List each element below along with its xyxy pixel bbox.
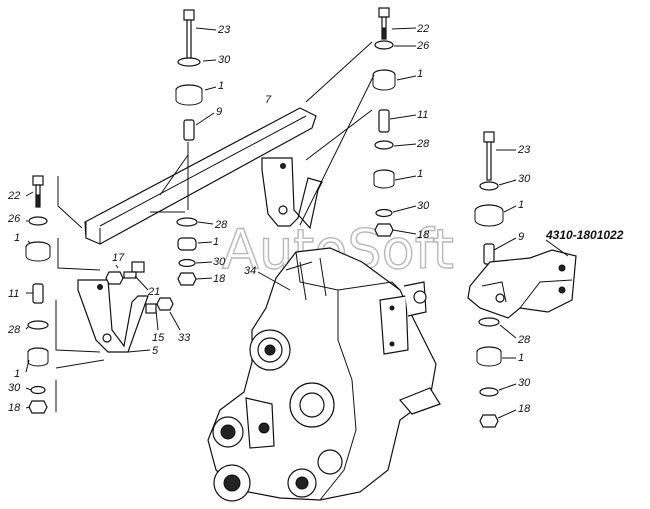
rubber-pad-1-right-top	[372, 69, 396, 91]
callout-23-top: 23	[217, 24, 231, 36]
washer-30-top	[177, 57, 201, 67]
rubber-pad-1-right-mid	[373, 169, 395, 189]
nut-18-right	[374, 223, 394, 237]
callout-1-top: 1	[218, 80, 224, 92]
callout-26-left: 26	[7, 213, 21, 225]
callout-28-left: 28	[7, 324, 21, 336]
callout-18-center: 18	[213, 273, 226, 285]
leader-code	[545, 239, 569, 257]
bolt-23-top	[183, 9, 195, 59]
callout-1-right-top: 1	[417, 68, 423, 80]
callout-18-far-right: 18	[518, 403, 531, 415]
bolt-15	[145, 303, 157, 314]
label-leaders	[25, 27, 517, 419]
washer-28-left	[27, 320, 49, 330]
nut-18-far-right	[479, 414, 499, 428]
sleeve-9-right	[483, 243, 495, 265]
callout-1-center: 1	[213, 236, 219, 248]
callout-33: 33	[178, 332, 191, 344]
callout-30-right: 30	[417, 200, 430, 212]
nut-18-left	[28, 400, 48, 414]
sleeve-11-left	[32, 283, 44, 304]
assembly-code-label: 4310-1801022	[545, 228, 624, 242]
callout-21: 21	[147, 286, 160, 298]
washer-30-right	[375, 208, 393, 218]
bolt-22-left	[32, 175, 44, 208]
callout-18-right: 18	[417, 229, 430, 241]
callout-11-left: 11	[8, 288, 19, 300]
callout-1-far-right: 1	[518, 199, 524, 211]
rubber-pad-1-top	[175, 84, 203, 106]
frame-bracket-7	[84, 107, 317, 245]
leader-34	[257, 271, 291, 291]
callout-34: 34	[244, 265, 256, 277]
nut-17	[105, 271, 124, 285]
assembly-arrow-2	[159, 154, 189, 196]
bolt-21	[123, 261, 145, 279]
rubber-pad-1-left-top	[25, 241, 51, 262]
callout-28-center: 28	[214, 219, 228, 231]
rubber-pad-1-far-right-bottom	[476, 346, 502, 367]
washer-30-far-right	[479, 181, 499, 191]
callout-23-far-right: 23	[517, 144, 531, 156]
nut-33	[156, 297, 174, 311]
callout-1-right-mid: 1	[417, 168, 423, 180]
callout-22-right: 22	[416, 23, 429, 35]
sleeve-11-right	[378, 109, 390, 133]
bolt-23-right	[483, 131, 495, 181]
callout-22-left: 22	[7, 190, 20, 202]
rubber-pad-1-center	[177, 237, 197, 251]
callout-30-center: 30	[213, 256, 226, 268]
callout-7: 7	[265, 94, 272, 106]
nut-18-center	[177, 272, 197, 286]
callout-9-top: 9	[216, 106, 222, 118]
callout-1-far-right-bottom: 1	[518, 352, 524, 364]
washer-30-left	[30, 385, 46, 395]
callout-28-far-right: 28	[517, 334, 531, 346]
callout-1-left-top: 1	[14, 232, 20, 244]
sleeve-9-top	[183, 119, 195, 141]
callout-30-top: 30	[218, 54, 231, 66]
leader-lines-upper	[299, 41, 375, 226]
callout-26-right: 26	[416, 40, 430, 52]
washer-28-right	[374, 140, 394, 150]
callout-1-left-bottom: 1	[14, 368, 20, 380]
washer-28-far-right	[478, 317, 500, 327]
bracket-assembly-4310	[467, 249, 577, 319]
washer-28-center	[176, 217, 198, 227]
callout-11-right: 11	[417, 109, 428, 121]
washer-30-center	[178, 258, 196, 268]
callout-17: 17	[112, 252, 125, 264]
callout-30-far-right-bottom: 30	[518, 377, 531, 389]
rubber-pad-1-far-right	[474, 204, 504, 227]
callout-18-left: 18	[8, 402, 21, 414]
callout-9-far-right: 9	[518, 231, 524, 243]
transfer-case-body	[207, 247, 441, 502]
callout-28-right: 28	[416, 138, 430, 150]
bracket-5	[77, 279, 149, 353]
rubber-pad-1-left-bottom	[27, 347, 49, 367]
callout-labels: 23 30 1 9 7 22 26 1 11 28 1 30 18 17 21 …	[7, 23, 624, 415]
callout-30-left: 30	[8, 382, 21, 394]
washer-26-right	[374, 40, 394, 50]
callout-30-far-right: 30	[518, 173, 531, 185]
washer-26-left	[28, 216, 48, 226]
callout-5: 5	[152, 345, 159, 357]
bolt-22-right	[378, 7, 390, 40]
leader-lines-left	[55, 176, 105, 412]
callout-15: 15	[152, 332, 165, 344]
washer-30-far-right-bottom	[479, 387, 499, 397]
